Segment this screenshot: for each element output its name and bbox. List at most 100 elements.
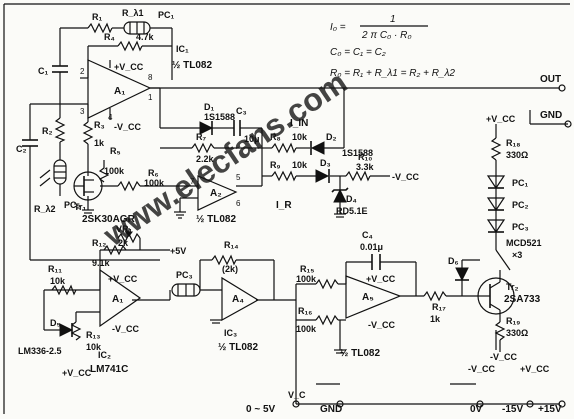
label-tr1-part: 2SK30AGR [82, 214, 136, 225]
label-ic1: IC₁ [176, 44, 189, 54]
label-mcd: MCD521 [506, 238, 542, 248]
label-bottom-vcc-n: -V_CC [468, 364, 496, 374]
label-r5-value: 100k [104, 166, 125, 176]
label-r11: R₁₁ [48, 264, 62, 274]
opamp-a2 [197, 175, 238, 211]
label-ic3b-part: ½ TL082 [340, 348, 380, 359]
label-pin7: 7 [190, 177, 195, 186]
label-plus5v: +5V [170, 246, 186, 256]
photocoupler-leds [486, 175, 506, 234]
resistor-r9 [271, 170, 297, 182]
label-r15-value: 100k [296, 274, 317, 284]
top-wiring [29, 27, 560, 260]
label-ir: I_R [276, 200, 292, 211]
resistor-r19 [494, 321, 506, 352]
label-iin: I_IN [290, 118, 308, 129]
label-r13-value: 10k [86, 342, 102, 352]
resistor-r10 [345, 170, 371, 182]
resistor-r14 [211, 254, 237, 266]
opamp-a4 [221, 276, 260, 322]
label-r6: R₆ [148, 168, 159, 178]
label-c2: C₂ [16, 144, 27, 154]
label-r10: R₁₀ [358, 152, 372, 162]
label-pc1-top: PC₁ [158, 10, 175, 20]
opamp-a1-top [80, 59, 152, 120]
label-pc1-right: PC₁ [512, 178, 529, 188]
label-r16: R₁₆ [298, 306, 312, 316]
label-d5-part: LM336-2.5 [18, 346, 62, 356]
eq3: R₀ = R₁ + R_λ1 = R₂ + R_λ2 [330, 68, 455, 79]
resistor-r11 [51, 284, 77, 296]
eq1-num: 1 [390, 14, 396, 25]
label-vcc-tr2: -V_CC [490, 352, 518, 362]
eq1-den: 2 π C₀ · R₀ [361, 30, 412, 41]
label-pc3: PC₃ [176, 270, 193, 280]
label-vcc-lm741: +V_CC [62, 368, 92, 378]
resistor-r5 [98, 167, 110, 183]
label-pin4: 4 [108, 113, 113, 122]
resistor-r13 [70, 321, 82, 341]
label-vcc-right: +V_CC [486, 114, 516, 124]
label-r13: R₁₃ [86, 330, 100, 340]
capacitor-c3 [233, 120, 246, 136]
label-r4-value: 4.7k [136, 32, 155, 42]
label-r9: R₉ [270, 160, 281, 170]
label-c1: C₁ [38, 66, 48, 76]
label-r14: R₁₄ [224, 240, 239, 250]
label-vcc-bottom-p: +V_CC [108, 274, 138, 284]
label-r12-value: 2k [118, 238, 129, 248]
ground-top [82, 209, 346, 219]
resistor-r16 [315, 314, 339, 326]
label-r11-top-value: 9.1k [92, 258, 111, 268]
label-c4: C₄ [362, 230, 373, 240]
zener-d4 [331, 187, 349, 203]
label-vcc-bottom-n: -V_CC [112, 324, 140, 334]
zener-d5 [59, 323, 74, 337]
labels-bottom: VR₁ R₁₂ 2k 9.1k +5V R₁₁ 10k A₁ D₅ LM336-… [18, 224, 562, 415]
label-r1: R₁ [92, 12, 102, 22]
label-p15v: +15V [538, 404, 562, 415]
label-r3-value: 1k [94, 138, 105, 148]
resistor-r8 [271, 142, 297, 154]
label-gnd-right: GND [540, 110, 562, 121]
labels-top: R₁ R_λ1 PC₁ R₄ 4.7k IC₁ ½ TL082 C₁ A₁ +V… [16, 8, 420, 225]
resistor-r1 [87, 22, 113, 34]
label-out: OUT [540, 74, 561, 85]
capacitor-c2 [22, 139, 38, 152]
frame [3, 3, 570, 414]
label-ic3: IC₃ [224, 328, 237, 338]
label-a5: A₅ [362, 292, 374, 303]
photocoupler-pc3 [171, 283, 201, 297]
labels-right: OUT GND +V_CC R₁₈ 330Ω PC₁ PC₂ PC₃ MCD52… [448, 74, 562, 362]
resistor-r7 [191, 142, 215, 154]
bottom-wiring [30, 238, 478, 404]
label-pin1: 1 [148, 93, 153, 102]
label-r5: R₅ [110, 146, 121, 156]
label-r15: R₁₅ [300, 264, 314, 274]
label-d2-part: 1S1588 [342, 148, 373, 158]
resistor-r18 [490, 137, 502, 161]
eq2: C₀ = C₁ = C₂ [330, 47, 386, 58]
label-d1-part: 1S1588 [204, 112, 235, 122]
label-c4-value: 0.01μ [360, 242, 383, 252]
label-pc2-right: PC₂ [512, 200, 529, 210]
label-input-range: 0 ~ 5V [246, 404, 276, 415]
label-ic1-part: ½ TL082 [172, 60, 212, 71]
label-r2: R₂ [42, 126, 53, 136]
terminals [292, 84, 572, 408]
label-vcc-a1n: -V_CC [114, 122, 142, 132]
label-vcc-r10: -V_CC [392, 172, 420, 182]
label-r14-value: (2k) [222, 264, 238, 274]
label-d3: D₃ [320, 158, 331, 168]
resistor-r12 [103, 244, 127, 256]
resistor-r6 [117, 180, 141, 192]
label-r19-value: 330Ω [506, 328, 528, 338]
label-r11-value: 10k [50, 276, 66, 286]
jfet-tr1 [73, 171, 103, 201]
opamp-a5 [345, 275, 402, 319]
label-mcd-x: ×3 [512, 250, 522, 260]
resistor-r15 [315, 278, 339, 290]
equations: I₀ = 1 2 π C₀ · R₀ C₀ = C₁ = C₂ R₀ = R₁ … [330, 14, 455, 79]
label-tr2-part: 2SA733 [504, 294, 541, 305]
